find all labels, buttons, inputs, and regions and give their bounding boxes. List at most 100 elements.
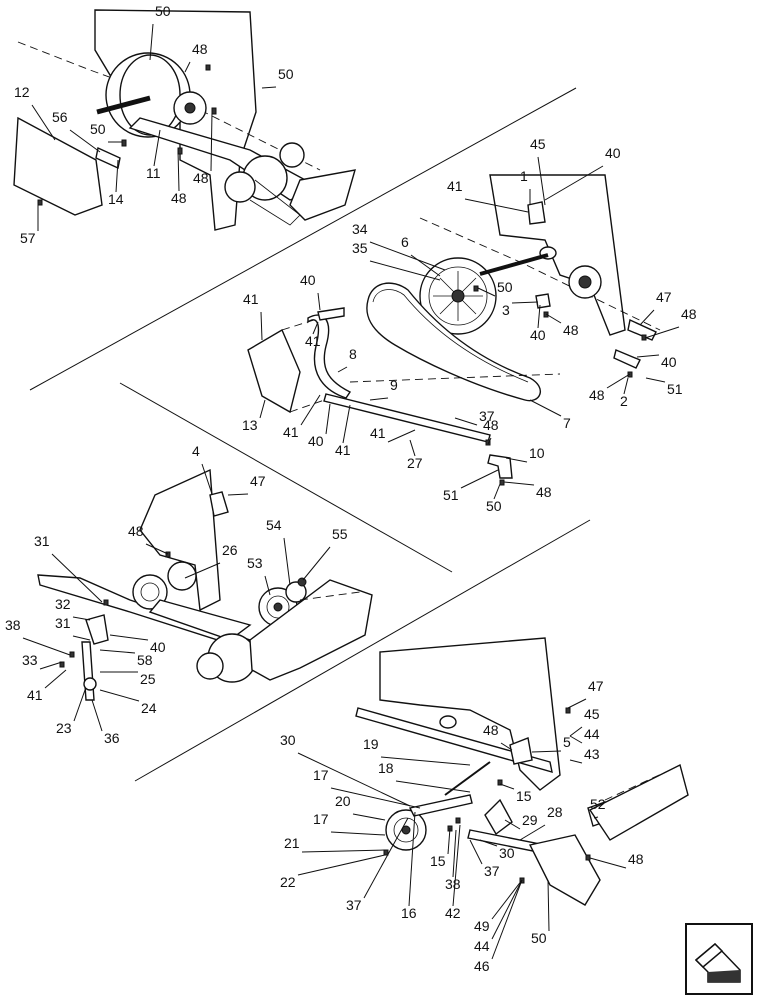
leader-line: [44, 669, 67, 689]
bracket-32: [85, 614, 109, 645]
callout-label: 48: [128, 523, 144, 539]
bracket-1: [527, 201, 546, 225]
callout-label: 25: [140, 671, 156, 687]
next-page-arrow-icon[interactable]: [685, 923, 753, 995]
bracket-4: [209, 491, 229, 517]
callout-label: 19: [363, 736, 379, 752]
callout-label: 42: [445, 905, 461, 921]
leader-line: [369, 397, 389, 401]
leader-line: [544, 165, 604, 201]
callout-label: 8: [349, 346, 357, 362]
leader-line: [312, 321, 319, 335]
callout-label: 45: [530, 136, 546, 152]
leader-line: [337, 366, 348, 373]
callout-label: 48: [483, 417, 499, 433]
leader-line: [72, 635, 91, 641]
leader-line: [149, 23, 154, 61]
callout-label: 6: [401, 234, 409, 250]
arm-16: [408, 794, 473, 817]
callout-label: 47: [250, 473, 266, 489]
leader-line: [177, 149, 180, 192]
leader-line: [408, 811, 416, 907]
leader-line: [210, 111, 213, 172]
callout-label: 30: [280, 732, 296, 748]
callout-label: 48: [483, 722, 499, 738]
pulley-54: [285, 581, 307, 603]
leader-line: [261, 86, 277, 89]
leader-line: [31, 104, 56, 141]
callout-label: 41: [447, 178, 463, 194]
leader-line: [519, 824, 546, 841]
leader-line: [145, 543, 169, 555]
leader-line: [115, 159, 119, 193]
callout-label: 1: [520, 168, 528, 184]
callout-label: 40: [150, 639, 166, 655]
callout-label: 20: [335, 793, 351, 809]
leader-line: [317, 292, 321, 311]
leader-line: [153, 129, 161, 167]
callout-label: 50: [486, 498, 502, 514]
callout-label: 40: [530, 327, 546, 343]
leader-line: [51, 553, 103, 603]
callout-label: 49: [474, 918, 490, 934]
callout-label: 50: [497, 279, 513, 295]
leader-line: [380, 756, 471, 766]
callout-label: 38: [5, 617, 21, 633]
bracket-2: [613, 349, 641, 369]
leader-line: [301, 849, 386, 853]
leader-line: [260, 311, 263, 341]
leader-line: [184, 562, 221, 579]
callout-label: 13: [242, 417, 258, 433]
leader-line: [505, 457, 528, 463]
callout-label: 37: [484, 863, 500, 879]
leader-line: [395, 780, 471, 793]
leader-line: [493, 483, 501, 500]
leader-line: [259, 399, 266, 419]
callout-label: 16: [401, 905, 417, 921]
callout-label: 50: [155, 3, 171, 19]
callout-label: 43: [584, 746, 600, 762]
leader-line: [302, 546, 331, 581]
leader-line: [487, 437, 492, 445]
bracket-40-upper: [317, 307, 345, 321]
callout-label: 50: [278, 66, 294, 82]
leader-line: [503, 481, 535, 486]
section-divider-1: [29, 87, 577, 391]
bracket-29: [484, 798, 513, 836]
leader-line: [569, 759, 583, 764]
callout-label: 48: [192, 41, 208, 57]
leader-line: [109, 634, 149, 641]
callout-label: 48: [171, 190, 187, 206]
callout-label: 26: [222, 542, 238, 558]
callout-label: 52: [590, 796, 606, 812]
callout-label: 37: [479, 408, 495, 424]
leader-line: [500, 742, 513, 751]
bracket-3: [535, 293, 551, 309]
leader-line: [201, 463, 213, 495]
belt-guard-8: [307, 314, 352, 399]
leader-line: [330, 787, 421, 809]
leader-line: [567, 698, 587, 709]
callout-label: 47: [656, 289, 672, 305]
callout-label: 41: [243, 291, 259, 307]
leader-line: [410, 254, 441, 277]
callout-label: 21: [284, 835, 300, 851]
leader-line: [479, 839, 498, 847]
callout-label: 50: [90, 121, 106, 137]
callout-label: 35: [352, 240, 368, 256]
middle-left-assembly: [37, 468, 373, 701]
callout-label: 12: [14, 84, 30, 100]
callout-label: 29: [522, 812, 538, 828]
leader-line: [447, 827, 451, 855]
leader-line: [460, 469, 499, 489]
leader-line: [452, 824, 461, 907]
leader-line: [452, 829, 457, 878]
callout-label: 9: [390, 377, 398, 393]
leader-line: [531, 750, 562, 753]
shield-52: [588, 763, 689, 841]
callout-label: 33: [22, 652, 38, 668]
leader-line: [369, 241, 446, 271]
bottom-assembly: [355, 637, 689, 906]
leader-line: [545, 313, 562, 324]
